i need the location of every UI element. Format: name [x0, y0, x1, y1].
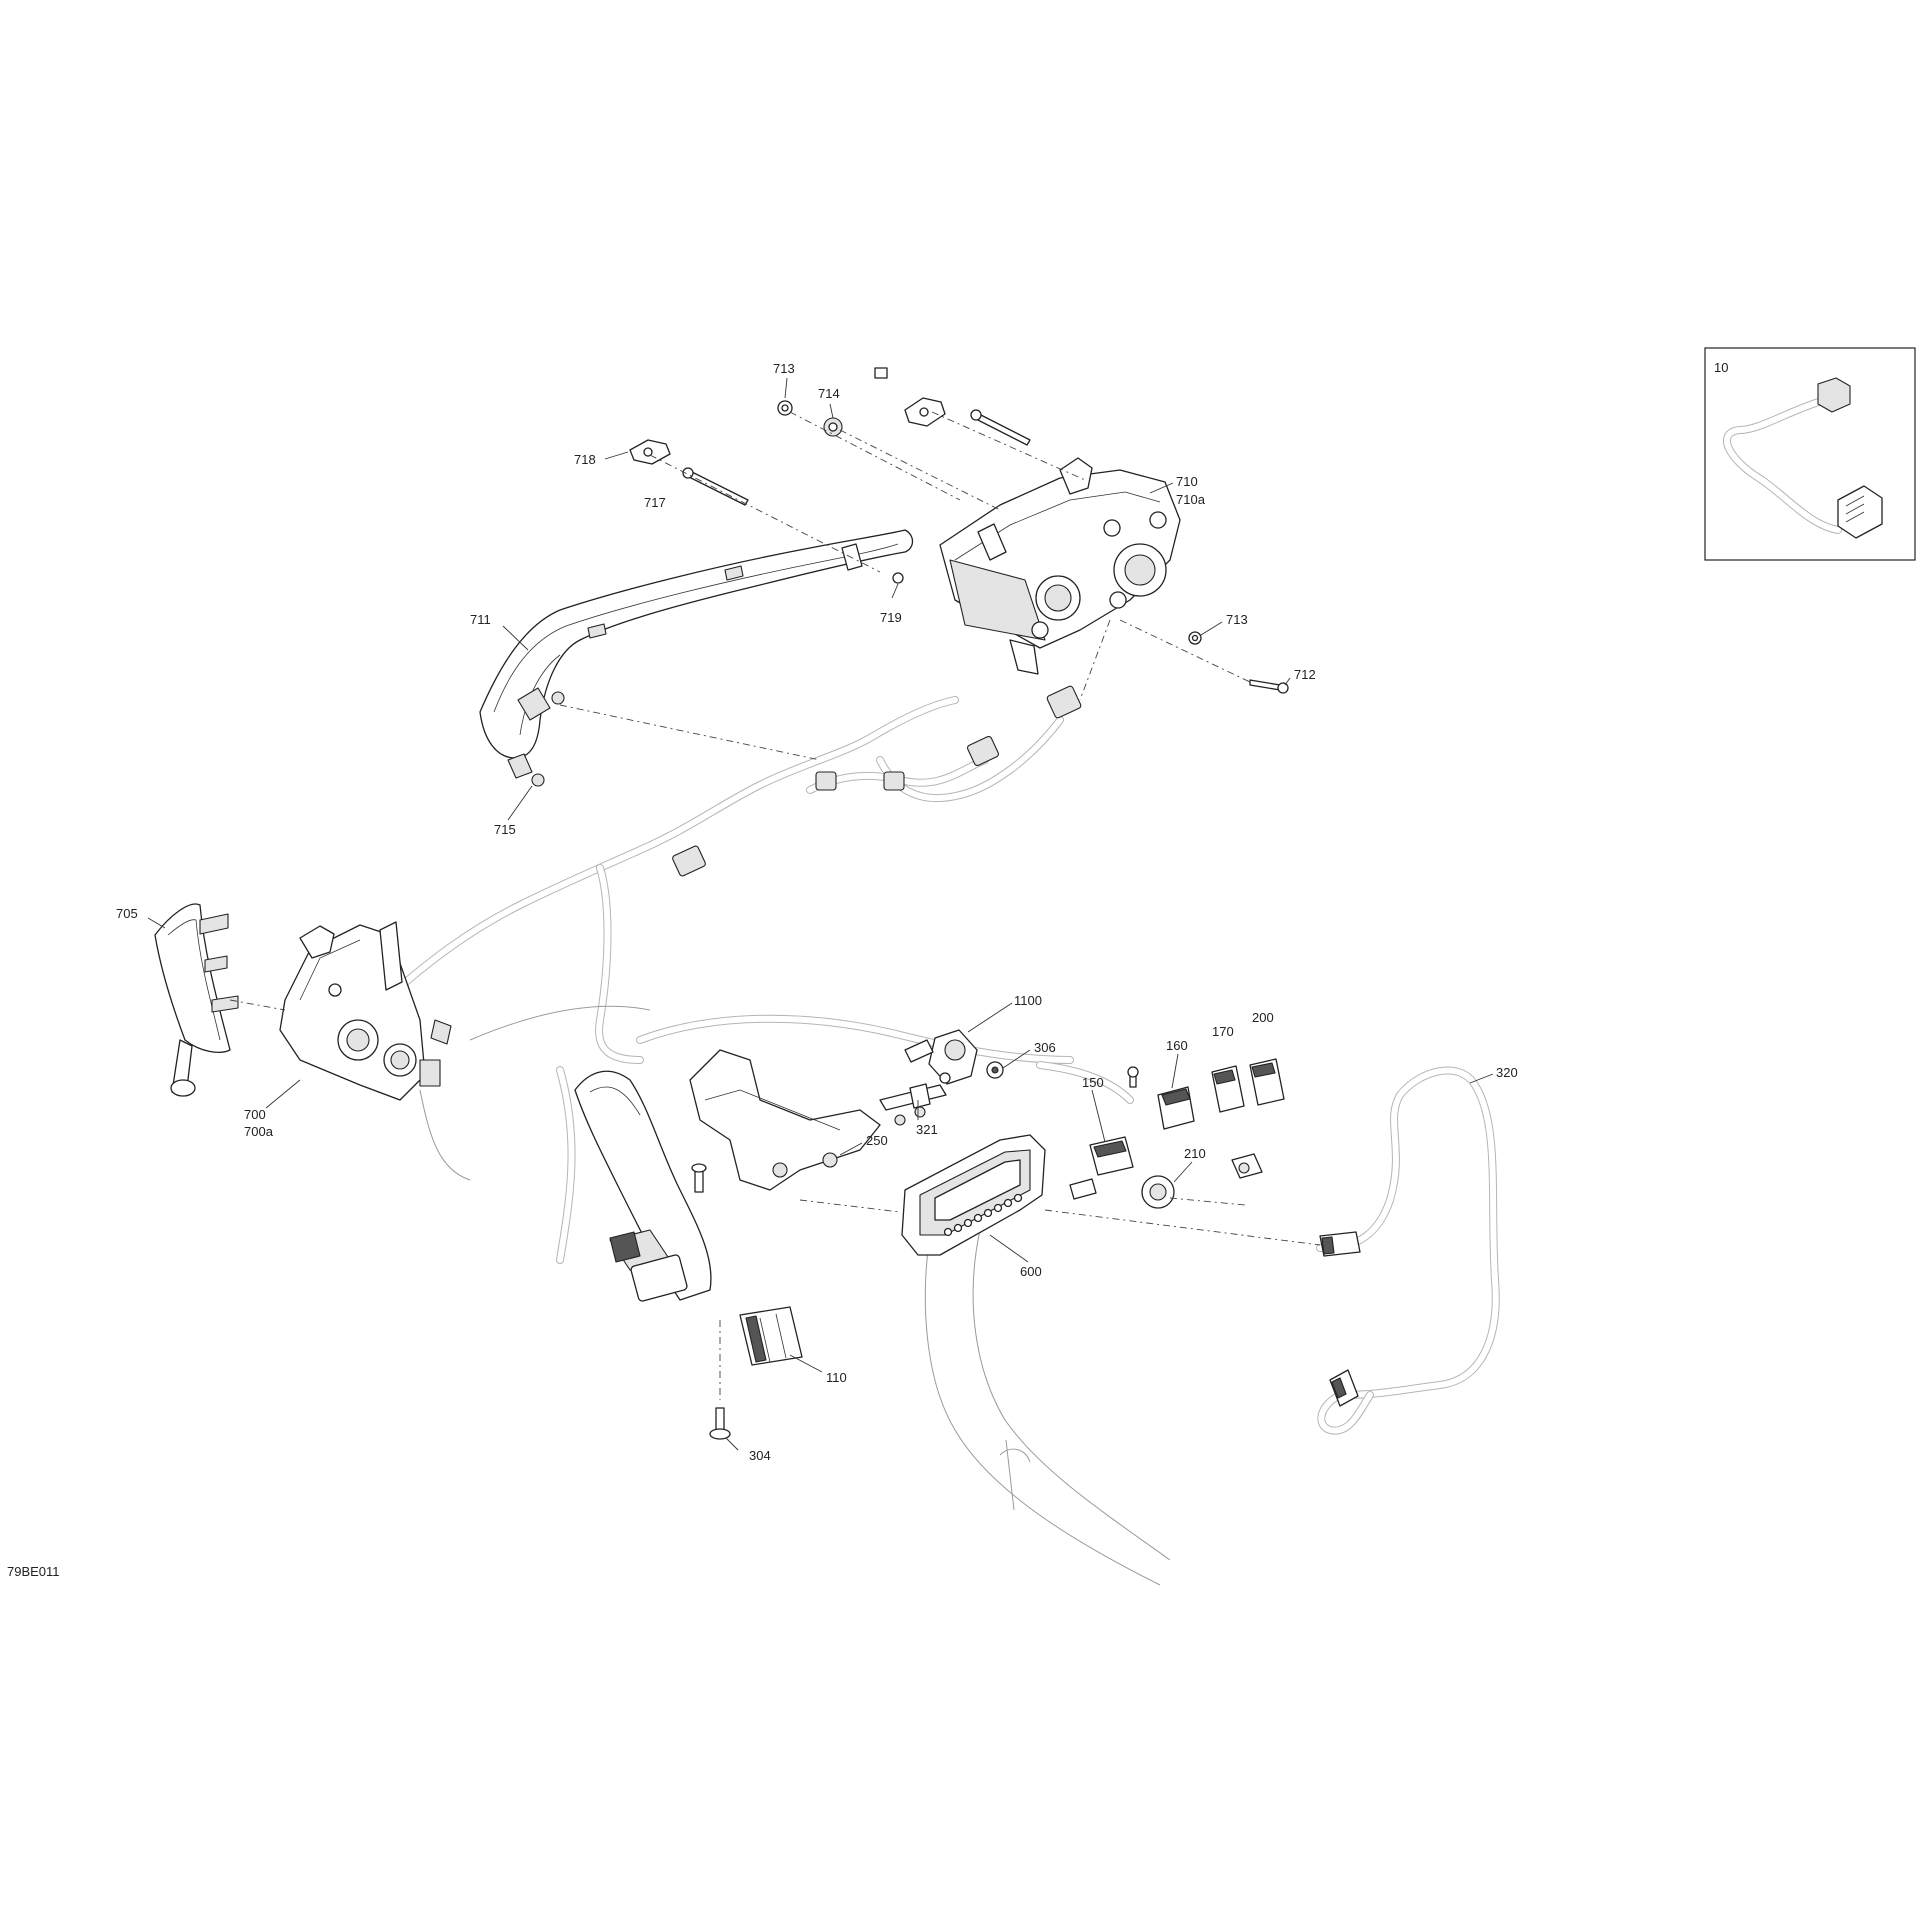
callout-718: 718 [574, 452, 596, 467]
part-160-switch [1157, 1086, 1195, 1130]
callout-717: 717 [644, 495, 666, 510]
part-321-connector [909, 1072, 951, 1109]
part-304-screw [691, 1163, 731, 1440]
callout-713b: 713 [1226, 612, 1248, 627]
part-710-housing [939, 457, 1181, 675]
callout-320: 320 [1496, 1065, 1518, 1080]
part-600-cluster [901, 1134, 1046, 1256]
callout-321: 321 [916, 1122, 938, 1137]
callout-600: 600 [1020, 1264, 1042, 1279]
callout-714: 714 [818, 386, 840, 401]
callout-304: 304 [749, 1448, 771, 1463]
part-frame-bracket [574, 1070, 712, 1302]
callout-713a: 713 [773, 361, 795, 376]
callout-210: 210 [1184, 1146, 1206, 1161]
callout-110: 110 [826, 1370, 847, 1385]
callout-710a: 710a [1176, 492, 1206, 507]
callout-306: 306 [1034, 1040, 1056, 1055]
callout-715: 715 [494, 822, 516, 837]
callout-705: 705 [116, 906, 138, 921]
assembly-lines [229, 411, 1321, 1400]
part-150-switch [1089, 1066, 1139, 1176]
callout-200: 200 [1252, 1010, 1274, 1025]
part-210-switch [1069, 1153, 1263, 1209]
part-200-switch [1249, 1058, 1285, 1106]
part-250-bracket [689, 1049, 947, 1191]
callout-712: 712 [1294, 667, 1316, 682]
part-110-switch-pack [739, 1306, 803, 1366]
wiring-harness [381, 685, 1171, 1586]
inset-label: 10 [1714, 360, 1728, 375]
part-711-bracket [479, 529, 914, 779]
callout-1100: 1100 [1014, 993, 1042, 1008]
callout-labels: 713 714 718 717 710 710a 711 719 713 712… [116, 361, 1518, 1463]
part-306-nut [986, 1061, 1004, 1079]
part-705-lamp-cover [154, 903, 239, 1097]
inset-harness-10: 10 [1704, 347, 1916, 561]
callout-160: 160 [1166, 1038, 1188, 1053]
callout-710: 710 [1176, 474, 1198, 489]
part-700-headlight [279, 921, 452, 1101]
callout-150: 150 [1082, 1075, 1104, 1090]
drawing-code: 79BE011 [7, 1564, 60, 1579]
part-320-harness [1316, 1066, 1500, 1435]
callout-700: 700 [244, 1107, 266, 1122]
callout-250: 250 [866, 1133, 888, 1148]
part-170-switch [1211, 1065, 1245, 1113]
callout-170: 170 [1212, 1024, 1234, 1039]
callout-700a: 700a [244, 1124, 274, 1139]
leader-lines [147, 377, 1494, 1451]
callout-719: 719 [880, 610, 902, 625]
part-1100-socket [904, 1029, 978, 1085]
callout-711: 711 [470, 612, 491, 627]
